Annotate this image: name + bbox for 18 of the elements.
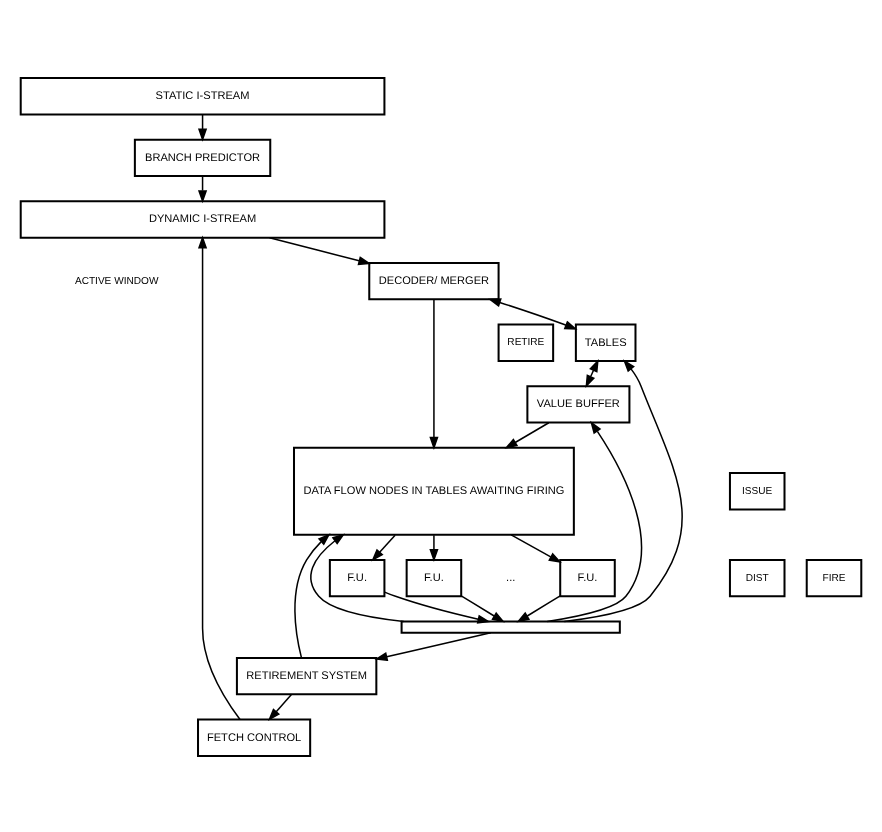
arrow — [510, 533, 562, 562]
arrow — [294, 532, 331, 658]
arrow — [563, 358, 683, 622]
arrow — [268, 236, 372, 265]
arrow — [487, 297, 578, 329]
node-bar — [400, 619, 621, 633]
arrow — [374, 631, 492, 661]
arrow — [310, 532, 405, 622]
arrow — [429, 533, 439, 562]
arrow — [516, 594, 561, 622]
arrow — [460, 594, 505, 622]
arrow — [546, 419, 643, 622]
arrow — [371, 533, 396, 561]
arrow — [429, 297, 439, 449]
arrow — [504, 421, 550, 448]
arrow — [197, 234, 241, 720]
arrow — [267, 692, 293, 721]
arrow — [383, 590, 491, 623]
